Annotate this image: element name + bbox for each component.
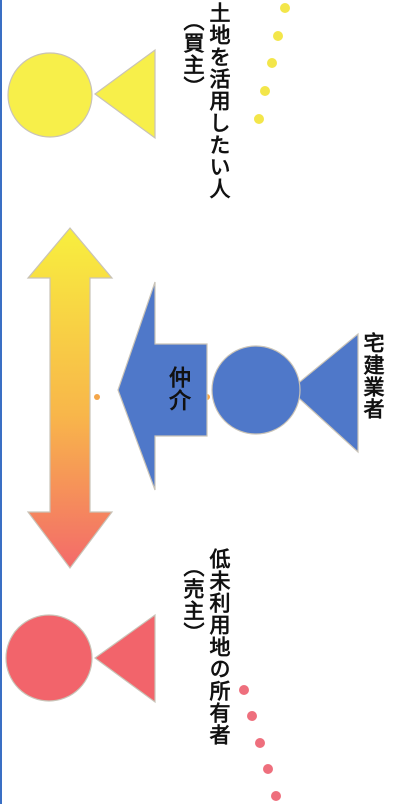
agent-label: 宅建業者 [361,332,385,420]
buyer-dotted-trail [254,3,290,124]
agent-person-icon [211,332,359,454]
seller-dotted-trail [239,685,281,801]
buyer-person-icon [7,48,156,140]
agent-mediation-arrow [117,281,208,491]
seller-name: 低未利用地の所有者 [207,548,231,746]
agent-arrow-text: 仲介 [165,366,190,412]
seller-person-icon [5,613,156,704]
seller-role: （売主） [181,556,205,644]
seller-label: 低未利用地の所有者 （売主） [180,548,232,746]
buyer-role: （買主） [181,10,205,98]
buyer-name: 土地を活用したい人 [207,2,231,200]
double-headed-arrow [26,227,210,569]
buyer-label: 土地を活用したい人 （買主） [180,2,232,200]
left-border-line [0,0,2,804]
